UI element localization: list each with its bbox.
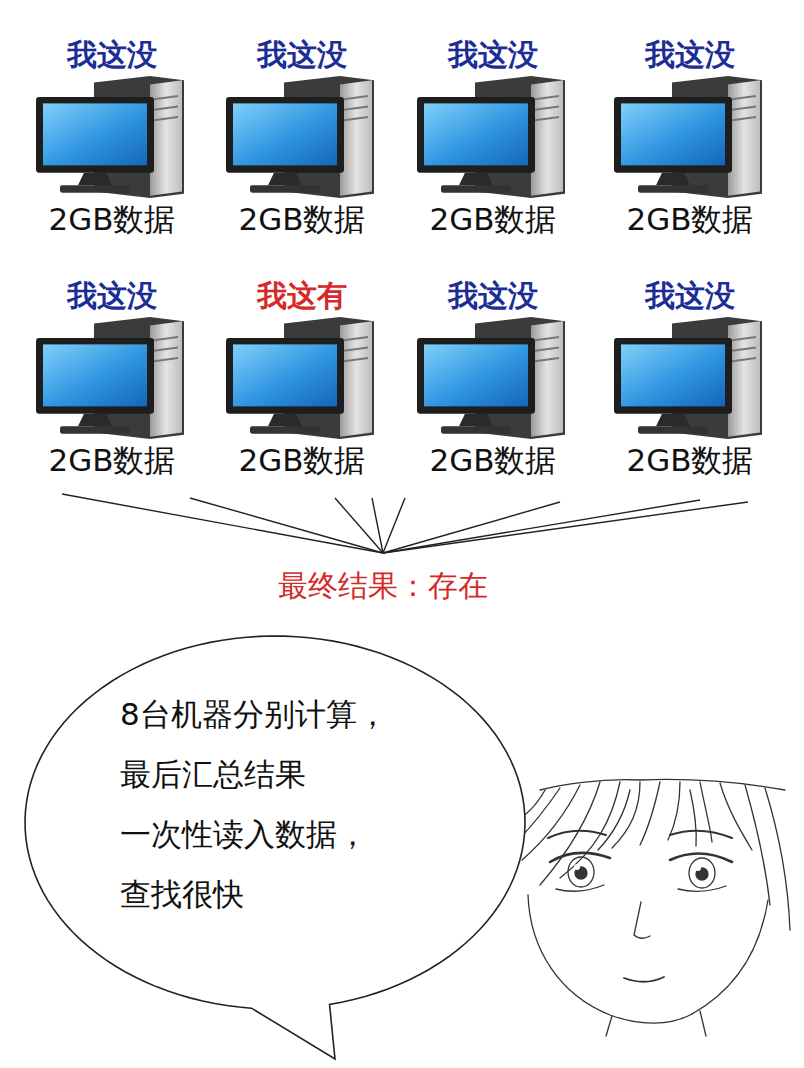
computer-icon-use [417, 317, 565, 439]
computer-icon [32, 315, 192, 441]
bubble-text: 8台机器分别计算， 最后汇总结果 一次性读入数据， 查找很快 [120, 684, 430, 924]
eye-highlight [695, 865, 701, 871]
computer-icon [610, 315, 770, 441]
computer-node: 我这没 2GB数据 [217, 36, 387, 238]
hair-strand [765, 788, 790, 930]
iris [689, 858, 715, 888]
computer-node: 我这有 2GB数据 [217, 277, 387, 479]
data-size-label: 2GB数据 [48, 200, 175, 238]
nose [634, 902, 650, 938]
data-size-label: 2GB数据 [48, 441, 175, 479]
fan-line [383, 500, 700, 553]
speech-bubble: 8台机器分别计算， 最后汇总结果 一次性读入数据， 查找很快 [22, 632, 528, 1017]
mouth [624, 977, 664, 982]
hair-strand [598, 790, 630, 850]
computer-node: 我这没 2GB数据 [605, 277, 775, 479]
status-label: 我这没 [448, 277, 538, 315]
hair-strand [560, 782, 620, 878]
lower-lid [678, 886, 726, 891]
iris [568, 857, 594, 887]
hair-strand [700, 782, 712, 842]
computer-node: 我这没 2GB数据 [27, 36, 197, 238]
lower-lid [556, 885, 604, 891]
computer-icon [413, 74, 573, 200]
result-label: 最终结果：存在 [278, 567, 488, 605]
face-outline [692, 900, 768, 1014]
status-label: 我这没 [67, 36, 157, 74]
fan-line [335, 498, 383, 553]
computer-icon [222, 74, 382, 200]
fan-line [383, 498, 405, 553]
computer-icon [610, 74, 770, 200]
fan-lines [62, 494, 748, 553]
status-label: 我这没 [67, 277, 157, 315]
eyebrow [548, 831, 606, 838]
data-size-label: 2GB数据 [429, 441, 556, 479]
computer-icon [222, 315, 382, 441]
computer-icon-use [36, 317, 184, 439]
status-label: 我这没 [645, 36, 735, 74]
computer-icon-use [226, 76, 374, 198]
computer-icon [32, 74, 192, 200]
hair-strand [640, 782, 660, 845]
computer-icon-use [614, 76, 762, 198]
status-label: 我这没 [645, 277, 735, 315]
computer-node: 我这没 2GB数据 [27, 277, 197, 479]
data-size-label: 2GB数据 [238, 200, 365, 238]
data-size-label: 2GB数据 [429, 200, 556, 238]
fan-line [383, 502, 748, 553]
computer-icon-use [417, 76, 565, 198]
computer-icon [413, 315, 573, 441]
fan-line [372, 498, 383, 553]
data-size-label: 2GB数据 [626, 200, 753, 238]
manga-face [516, 779, 790, 1036]
eyebrow [670, 831, 732, 838]
neck [606, 1016, 612, 1036]
computer-icon-use [36, 76, 184, 198]
eye-highlight [574, 864, 580, 870]
neck [700, 1011, 706, 1036]
computer-node: 我这没 2GB数据 [408, 277, 578, 479]
status-label: 我这有 [257, 277, 347, 315]
fan-line [62, 494, 383, 553]
data-size-label: 2GB数据 [238, 441, 365, 479]
hair-top [540, 779, 785, 790]
computer-node: 我这没 2GB数据 [605, 36, 775, 238]
hair-strand [612, 782, 640, 848]
bubble-path [25, 636, 525, 1059]
computer-icon-use [614, 317, 762, 439]
data-size-label: 2GB数据 [626, 441, 753, 479]
status-label: 我这没 [257, 36, 347, 74]
hair-strand [522, 785, 580, 860]
computer-icon-use [226, 317, 374, 439]
computer-node: 我这没 2GB数据 [408, 36, 578, 238]
fan-line [190, 498, 383, 553]
hair-strand [668, 782, 680, 840]
hair-strand [690, 790, 696, 846]
status-label: 我这没 [448, 36, 538, 74]
face-outline [528, 895, 692, 1023]
hair-strand [745, 785, 770, 905]
